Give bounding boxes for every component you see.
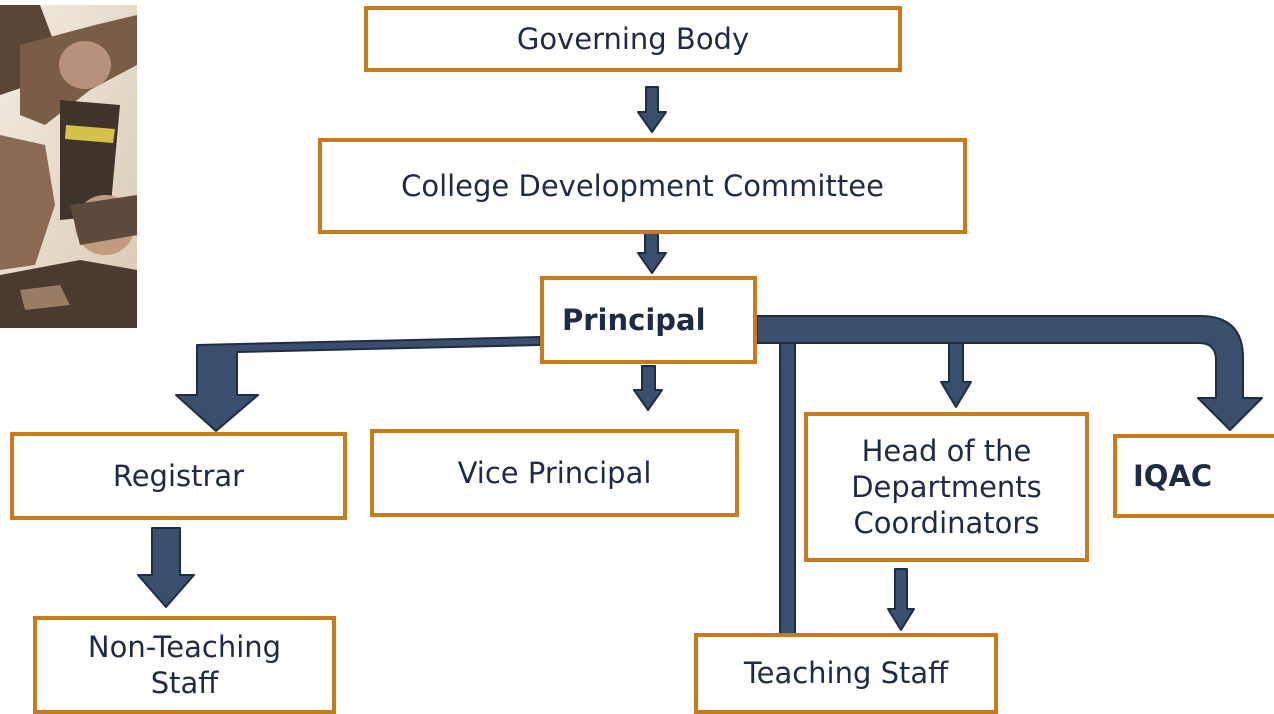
node-hod-line2: Departments	[851, 469, 1042, 504]
node-hod-line1: Head of the	[861, 433, 1032, 468]
arrow-hod-to-teaching	[887, 568, 915, 631]
arrow-principal-to-vp	[633, 365, 663, 411]
node-governing-body: Governing Body	[364, 6, 902, 72]
node-vice-principal: Vice Principal	[370, 429, 739, 517]
node-principal-label: Principal	[562, 302, 706, 337]
node-teaching-staff-label: Teaching Staff	[743, 656, 949, 691]
node-registrar: Registrar	[10, 432, 347, 520]
node-non-teaching-staff: Non-Teaching Staff	[33, 616, 336, 714]
arrow-principal-to-iqac	[756, 315, 1263, 431]
node-hod-line3: Coordinators	[853, 506, 1040, 541]
team-photo	[0, 5, 137, 328]
node-iqac-label: IQAC	[1133, 458, 1213, 493]
node-hod-text: Head of the Departments Coordinators	[851, 433, 1042, 542]
node-iqac: IQAC	[1113, 434, 1274, 518]
node-governing-body-label: Governing Body	[516, 21, 750, 56]
node-nonteach-line1: Non-Teaching	[87, 629, 282, 664]
node-nonteach-text: Non-Teaching Staff	[88, 629, 281, 702]
arrow-cdc-to-principal	[637, 228, 667, 274]
arrow-governing-to-cdc	[637, 86, 667, 133]
node-teaching-staff: Teaching Staff	[694, 633, 998, 714]
arrow-registrar-to-nonteaching	[137, 527, 195, 608]
team-photo-illustration	[0, 5, 137, 328]
node-registrar-label: Registrar	[112, 458, 245, 493]
node-college-development-committee: College Development Committee	[318, 138, 967, 234]
arrow-principal-to-registrar	[175, 336, 541, 432]
node-principal: Principal	[540, 276, 757, 364]
node-vice-principal-label: Vice Principal	[457, 455, 652, 490]
node-head-of-departments: Head of the Departments Coordinators	[804, 412, 1089, 562]
arrow-principal-to-hod	[940, 342, 972, 408]
node-cdc-label: College Development Committee	[401, 168, 884, 203]
node-nonteach-line2: Staff	[150, 666, 219, 700]
arrow-principal-to-teaching	[770, 342, 804, 661]
